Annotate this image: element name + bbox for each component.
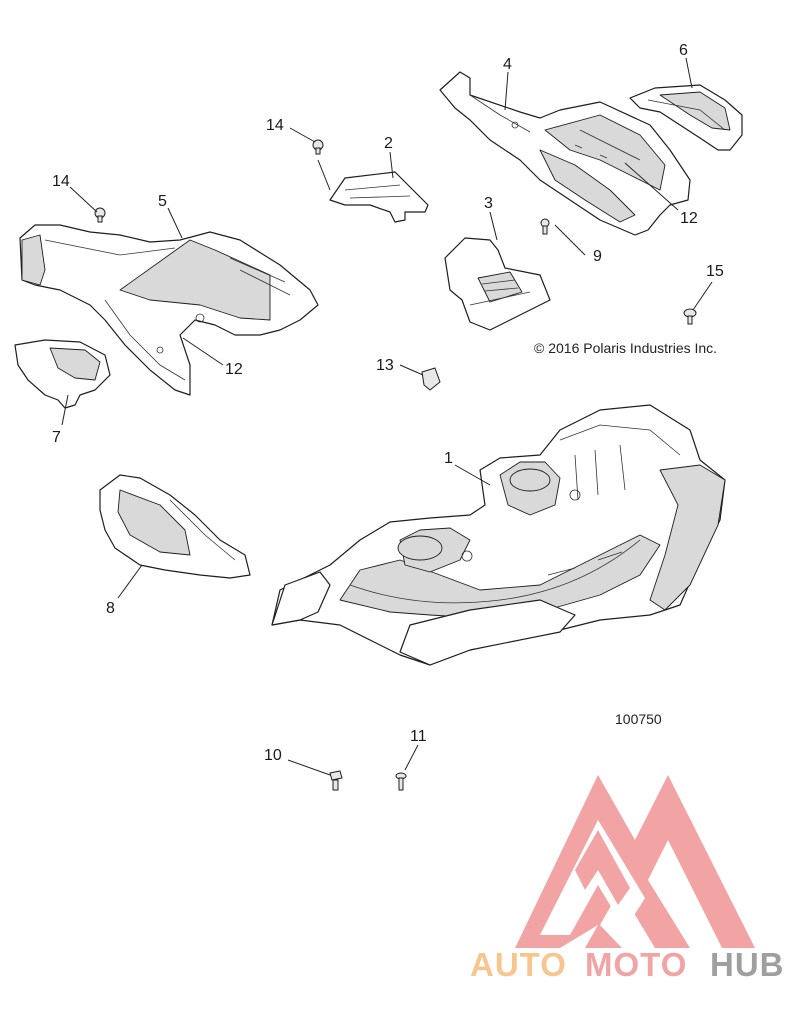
callout-9: 9 [593, 248, 602, 265]
fastener-11 [395, 772, 407, 791]
callout-3: 3 [484, 195, 493, 212]
callout-6: 6 [679, 42, 688, 59]
callout-13: 13 [376, 357, 394, 374]
fastener-14b [94, 207, 106, 223]
part-7-side-panel [14, 339, 111, 409]
logo-word-hub: HUB [710, 946, 785, 983]
callout-11: 11 [410, 728, 427, 745]
leader-lines [61, 57, 713, 776]
part-6-fender-trim [629, 84, 743, 151]
logo-mark-center [575, 830, 630, 905]
callout-14b: 14 [52, 173, 70, 190]
part-5-rear-fender [19, 224, 319, 396]
logo-word-auto: AUTO [470, 946, 567, 983]
part-1-body-frame [271, 404, 726, 666]
diagram-number: 100750 [615, 711, 662, 727]
callout-1: 1 [444, 450, 453, 467]
callout-8: 8 [106, 600, 115, 617]
callout-14a: 14 [266, 117, 284, 134]
watermark-logo: AUTO MOTO HUB [470, 775, 785, 983]
fastener-14a [312, 139, 324, 155]
callout-4: 4 [503, 56, 512, 73]
fastener-10 [329, 770, 343, 791]
part-2-cover-panel [329, 171, 429, 223]
callout-12b: 12 [680, 210, 698, 227]
callout-15: 15 [706, 263, 724, 280]
callout-10: 10 [264, 747, 282, 764]
part-8-side-guard [99, 474, 251, 579]
fastener-13-clip [421, 367, 441, 391]
callout-labels: 1 2 3 4 5 6 7 8 9 10 11 12 12 13 14 14 1… [52, 42, 724, 764]
fastener-9 [540, 218, 550, 235]
logo-word-moto: MOTO [585, 946, 687, 983]
callout-2: 2 [384, 135, 393, 152]
fastener-15 [683, 308, 697, 325]
callout-5: 5 [158, 193, 167, 210]
copyright-notice: © 2016 Polaris Industries Inc. [534, 340, 717, 356]
callout-7: 7 [52, 429, 61, 446]
part-3-console-insert [444, 237, 551, 331]
callout-12a: 12 [225, 361, 243, 378]
